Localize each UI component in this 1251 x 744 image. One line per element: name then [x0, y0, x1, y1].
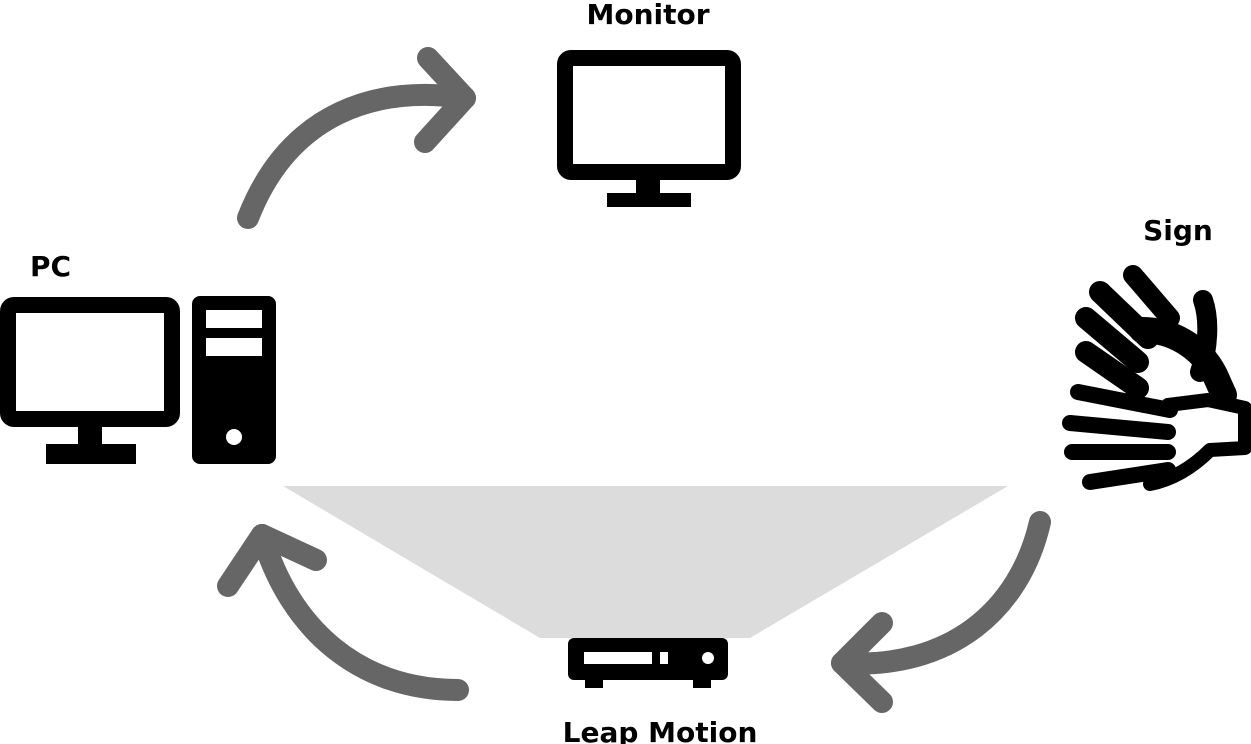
arrow-pc-to-monitor	[237, 47, 476, 229]
sign-language-hands-icon	[1062, 265, 1251, 491]
leap-motion-label: Leap Motion	[563, 716, 758, 744]
desktop-computer-icon	[0, 296, 276, 464]
monitor-label: Monitor	[586, 0, 709, 31]
monitor-icon	[557, 50, 741, 207]
pc-label: PC	[30, 250, 71, 283]
sign-label: Sign	[1143, 214, 1213, 247]
sensor-field-cone	[283, 486, 1008, 638]
arrow-leap-motion-to-pc	[217, 524, 469, 701]
leap-motion-sensor-icon	[568, 638, 728, 688]
arrow-sign-to-leap-motion	[831, 511, 1051, 713]
